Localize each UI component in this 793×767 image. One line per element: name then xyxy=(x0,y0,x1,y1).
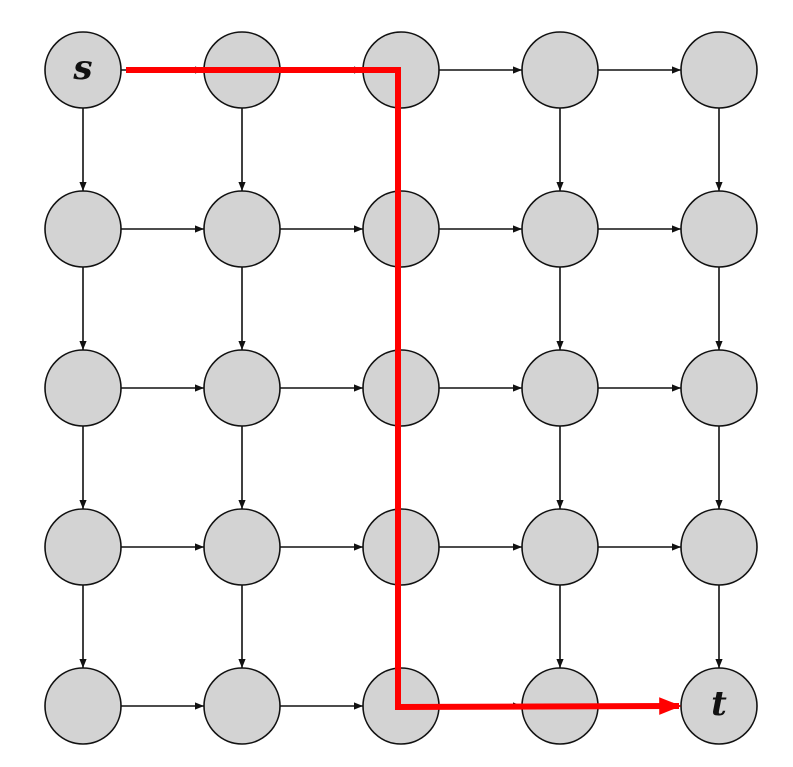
node-circle xyxy=(44,667,122,745)
node-circle xyxy=(521,190,599,268)
node-r2-c4 xyxy=(680,349,758,427)
highlighted-path xyxy=(126,67,682,715)
source-node-label: s xyxy=(72,48,92,88)
node-r2-c3 xyxy=(521,349,599,427)
node-r3-c1 xyxy=(203,508,281,586)
node-circle xyxy=(680,508,758,586)
node-r1-c0 xyxy=(44,190,122,268)
node-r3-c4 xyxy=(680,508,758,586)
node-r0-c3 xyxy=(521,31,599,109)
nodes xyxy=(44,31,758,745)
node-circle xyxy=(44,190,122,268)
node-r3-c3 xyxy=(521,508,599,586)
node-circle xyxy=(203,508,281,586)
node-circle xyxy=(680,31,758,109)
node-circle xyxy=(680,190,758,268)
node-circle xyxy=(203,349,281,427)
node-circle xyxy=(521,508,599,586)
node-circle xyxy=(521,31,599,109)
node-r0-c4 xyxy=(680,31,758,109)
source-node xyxy=(44,31,122,109)
node-circle xyxy=(203,190,281,268)
node-circle xyxy=(521,349,599,427)
node-r1-c3 xyxy=(521,190,599,268)
node-labels: s t xyxy=(72,48,727,724)
edges xyxy=(79,66,723,710)
node-r1-c1 xyxy=(203,190,281,268)
node-r4-c1 xyxy=(203,667,281,745)
node-circle xyxy=(680,349,758,427)
node-r3-c0 xyxy=(44,508,122,586)
node-circle xyxy=(44,349,122,427)
node-circle xyxy=(203,667,281,745)
node-r2-c1 xyxy=(203,349,281,427)
node-r1-c4 xyxy=(680,190,758,268)
node-r4-c0 xyxy=(44,667,122,745)
node-r2-c0 xyxy=(44,349,122,427)
path-polyline xyxy=(126,67,682,715)
node-circle xyxy=(44,31,122,109)
target-node-label: t xyxy=(711,684,727,724)
node-circle xyxy=(44,508,122,586)
